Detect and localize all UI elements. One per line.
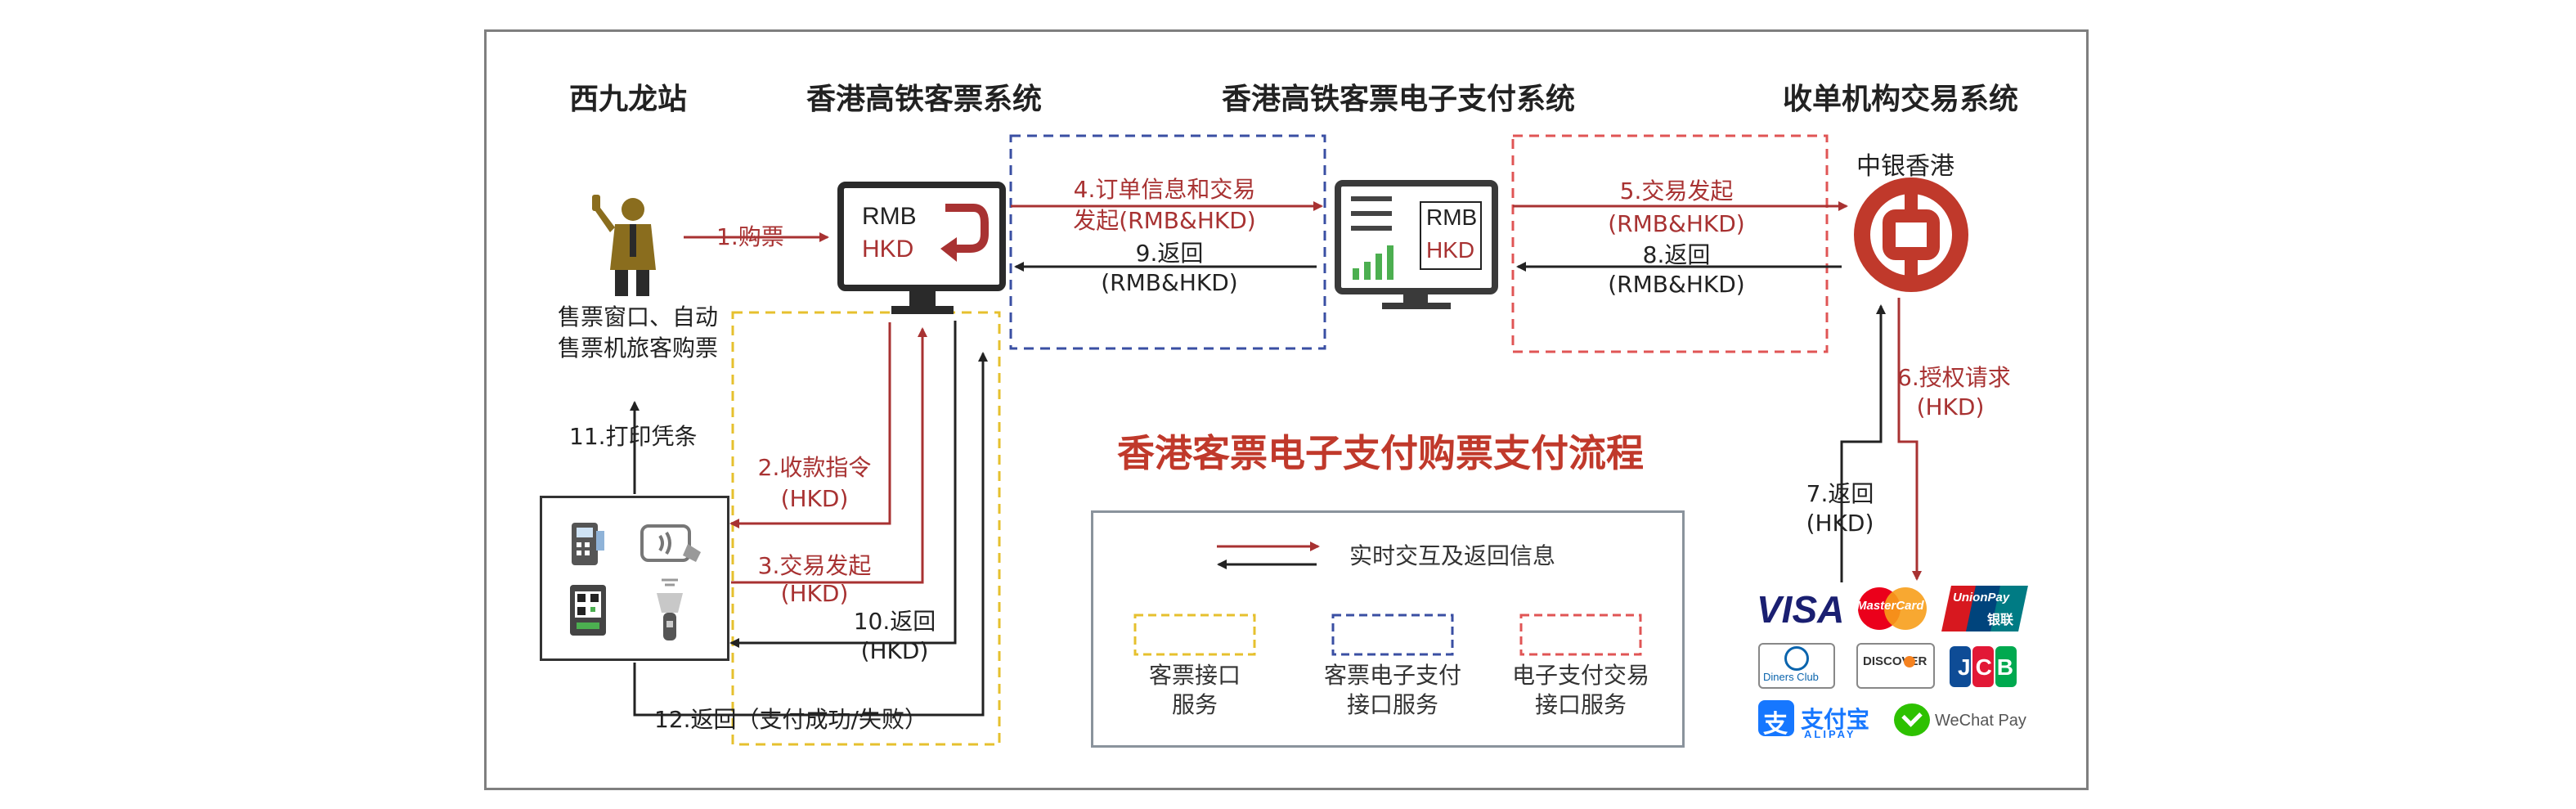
yellow-service-box bbox=[731, 311, 1001, 746]
card-reader-icon bbox=[572, 523, 604, 565]
step-7-label-1: 7.返回 bbox=[1806, 480, 1874, 507]
ticket-window-label-2: 售票机旅客购票 bbox=[557, 335, 718, 362]
monitor-stand bbox=[909, 291, 936, 308]
payment-currency-hkd: HKD bbox=[1426, 237, 1475, 263]
bar-chart-icon bbox=[1353, 245, 1393, 280]
step-8-label-2: (RMB&HKD) bbox=[1608, 271, 1745, 298]
boc-logo-icon bbox=[1854, 178, 1968, 292]
ticket-system-monitor: RMB HKD bbox=[837, 182, 1006, 291]
legend-blue-label-1: 客票电子支付 bbox=[1323, 662, 1461, 689]
legend-box bbox=[1091, 510, 1685, 748]
step-7-label-2: (HKD) bbox=[1806, 510, 1874, 537]
wechat-pay-label: WeChat Pay bbox=[1935, 712, 2026, 730]
mastercard-logo-icon: MasterCard bbox=[1853, 586, 1930, 631]
alipay-logo-icon: 支 bbox=[1758, 700, 1794, 739]
diners-club-logo-icon: Diners Club bbox=[1758, 643, 1835, 689]
step-9-label-1: 9.返回 bbox=[1135, 240, 1204, 267]
barcode-scanner-icon bbox=[657, 578, 683, 640]
bank-name: 中银香港 bbox=[1856, 152, 1954, 181]
step-5-label-1: 5.交易发起 bbox=[1619, 178, 1734, 204]
monitor-base bbox=[891, 306, 954, 314]
step-10-label-1: 10.返回 bbox=[853, 608, 936, 635]
exchange-arrow-icon bbox=[940, 204, 989, 262]
header-acquirer-system: 收单机构交易系统 bbox=[1783, 83, 2019, 116]
header-payment-system: 香港高铁客票电子支付系统 bbox=[1222, 83, 1576, 116]
monitor-currency-rmb: RMB bbox=[862, 203, 917, 230]
contactless-icon bbox=[640, 524, 701, 562]
payment-currency-rmb: RMB bbox=[1426, 204, 1478, 230]
step-9-label-2: (RMB&HKD) bbox=[1101, 269, 1238, 296]
legend-yellow-label-2: 服务 bbox=[1171, 691, 1218, 718]
step-2-label-2: (HKD) bbox=[780, 485, 849, 512]
jcb-logo-icon: JCB bbox=[1950, 646, 2018, 687]
legend-arrows-label: 实时交互及返回信息 bbox=[1349, 542, 1556, 569]
monitor-currency-hkd: HKD bbox=[862, 236, 914, 263]
alipay-label: 支付宝 bbox=[1801, 707, 1870, 732]
blue-service-box bbox=[1009, 134, 1326, 350]
step-6-label-1: 6.授权请求 bbox=[1897, 364, 2011, 391]
ticket-window-label-1: 售票窗口、自动 bbox=[557, 303, 718, 330]
step-4-label-1: 4.订单信息和交易 bbox=[1073, 176, 1256, 203]
legend-yellow-label-1: 客票接口 bbox=[1148, 662, 1241, 689]
qr-phone-icon bbox=[570, 585, 606, 636]
discover-logo-icon: DISCOVER bbox=[1856, 643, 1935, 689]
step-3-label-2: (HKD) bbox=[780, 580, 849, 607]
legend-blue-label-2: 接口服务 bbox=[1346, 691, 1438, 718]
diagram-title: 香港客票电子支付购票支付流程 bbox=[1117, 431, 1644, 475]
step-5-label-2: (RMB&HKD) bbox=[1608, 210, 1745, 237]
visa-logo-icon: VISA bbox=[1757, 588, 1845, 631]
step-6-label-2: (HKD) bbox=[1916, 393, 1985, 420]
step-8-label-1: 8.返回 bbox=[1642, 241, 1711, 268]
legend-red-label-1: 电子支付交易 bbox=[1511, 662, 1649, 689]
screen-line-icon bbox=[1351, 196, 1392, 201]
step-4-label-2: 发起(RMB&HKD) bbox=[1073, 207, 1256, 234]
header-ticket-system: 香港高铁客票系统 bbox=[806, 83, 1043, 116]
alipay-en-label: ALIPAY bbox=[1804, 728, 1856, 740]
unionpay-logo-icon: UnionPay 银联 bbox=[1941, 586, 2028, 631]
legend-red-label-2: 接口服务 bbox=[1534, 691, 1627, 718]
payment-system-monitor: RMB HKD bbox=[1335, 180, 1498, 294]
header-station: 西九龙站 bbox=[569, 83, 688, 116]
step-3-label-1: 3.交易发起 bbox=[757, 552, 872, 579]
step-12-label: 12.返回（支付成功/失败） bbox=[654, 706, 927, 733]
diagram-frame bbox=[484, 29, 2089, 790]
step-2-label-1: 2.收款指令 bbox=[757, 454, 872, 481]
step-1-label: 1.购票 bbox=[716, 223, 784, 250]
step-10-label-2: (HKD) bbox=[860, 637, 929, 664]
pos-terminal bbox=[540, 496, 729, 661]
wechat-pay-logo-icon bbox=[1894, 703, 1930, 736]
red-service-box bbox=[1511, 134, 1829, 353]
passenger-icon bbox=[592, 195, 656, 296]
step-11-label: 11.打印凭条 bbox=[569, 423, 698, 450]
